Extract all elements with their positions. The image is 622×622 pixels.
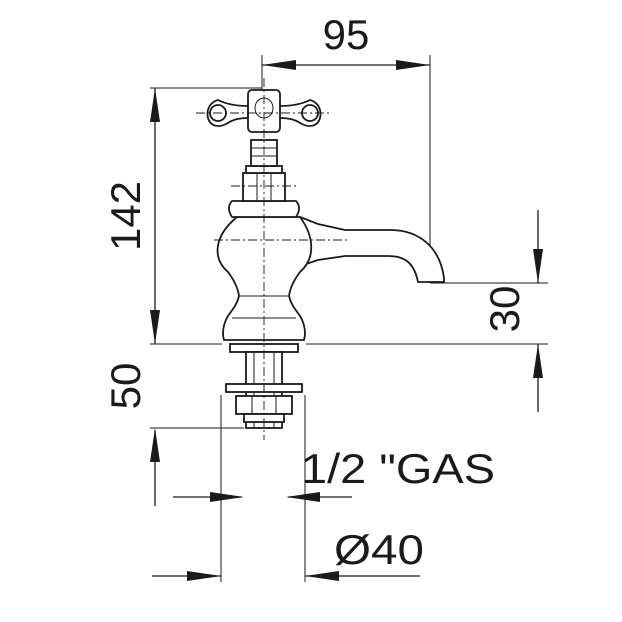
dimension-height: 142 — [102, 88, 160, 344]
dim-label-142: 142 — [102, 181, 149, 251]
centre-lines — [196, 78, 348, 440]
dim-label-30: 30 — [481, 286, 528, 333]
dim-label-diameter: Ø40 — [334, 526, 424, 573]
dimension-shank: 50 — [102, 363, 160, 506]
dimension-spout-height: 30 — [481, 210, 543, 412]
dim-label-95: 95 — [323, 11, 370, 58]
dim-label-thread: 1/2 "GAS — [301, 445, 495, 492]
dimension-thread: 1/2 "GAS — [173, 445, 495, 502]
dim-label-50: 50 — [102, 363, 149, 410]
spout — [299, 215, 445, 283]
dimension-diameter: Ø40 — [152, 526, 424, 581]
tap-body — [206, 89, 445, 341]
dimension-width: 95 — [262, 11, 430, 70]
extension-lines — [150, 55, 548, 582]
